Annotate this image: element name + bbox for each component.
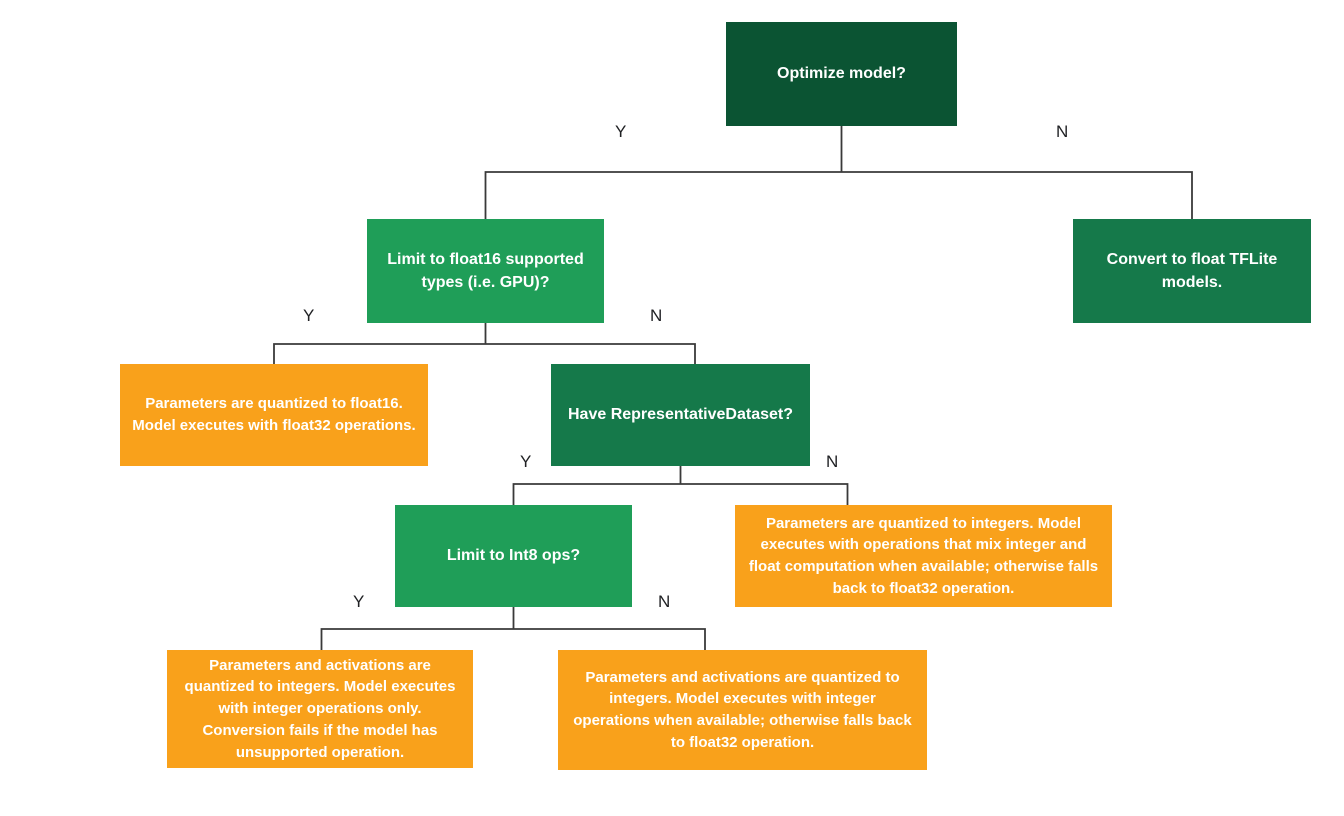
branch-label-optimize-yes: Y [615, 122, 627, 141]
node-limit-int8-ops-label: Limit to Int8 ops? [446, 547, 581, 565]
branch-label-int8-no: N [658, 592, 671, 611]
node-have-representative-dataset: Have RepresentativeDataset? [551, 364, 810, 466]
node-result-full-integer-label: Parameters and activations are quantized… [184, 656, 456, 761]
edge-float16-branches [273, 343, 696, 364]
node-result-integer-fallback: Parameters and activations are quantized… [558, 650, 927, 770]
branch-label-repdataset-no: N [826, 452, 839, 471]
node-result-mixed-ops: Parameters are quantized to integers. Mo… [735, 505, 1112, 607]
node-result-float16-quant-label: Parameters are quantized to float16. Mod… [132, 395, 416, 434]
node-limit-float16-label: Limit to float16 supported types (i.e. G… [387, 250, 584, 291]
branch-label-repdataset-yes: Y [520, 452, 532, 471]
node-limit-float16: Limit to float16 supported types (i.e. G… [367, 219, 604, 323]
branch-label-int8-yes: Y [353, 592, 365, 611]
node-convert-float-tflite: Convert to float TFLite models. [1073, 219, 1311, 323]
node-have-representative-dataset-label: Have RepresentativeDataset? [568, 406, 793, 424]
node-limit-int8-ops: Limit to Int8 ops? [395, 505, 632, 607]
node-result-full-integer: Parameters and activations are quantized… [167, 650, 473, 768]
node-optimize-model-label: Optimize model? [777, 65, 906, 83]
edge-int8-branches [320, 628, 706, 650]
node-result-mixed-ops-label: Parameters are quantized to integers. Mo… [748, 514, 1099, 597]
node-result-integer-fallback-label: Parameters and activations are quantized… [573, 668, 912, 751]
edge-repdataset-branches [512, 483, 849, 505]
edge-optimize-branches [484, 171, 1193, 219]
node-convert-float-tflite-label: Convert to float TFLite models. [1106, 250, 1278, 291]
node-optimize-model: Optimize model? [726, 22, 957, 126]
branch-label-float16-no: N [650, 306, 663, 325]
branch-label-optimize-no: N [1056, 122, 1069, 141]
node-result-float16-quant: Parameters are quantized to float16. Mod… [120, 364, 428, 466]
branch-label-float16-yes: Y [303, 306, 315, 325]
